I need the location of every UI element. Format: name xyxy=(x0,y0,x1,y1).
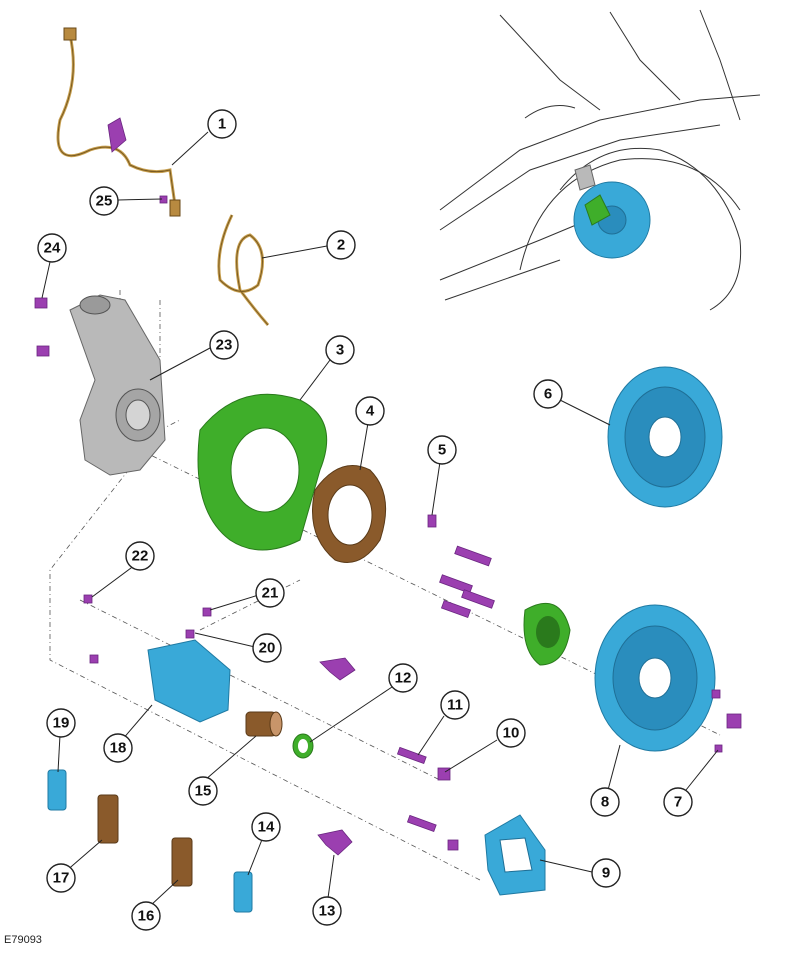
callout-label: 12 xyxy=(395,670,412,687)
callout-14: 14 xyxy=(251,812,281,842)
callout-label: 19 xyxy=(53,715,70,732)
callout-22: 22 xyxy=(125,541,155,571)
callout-6: 6 xyxy=(533,379,563,409)
brake-pads xyxy=(47,769,253,913)
callout-24: 24 xyxy=(37,233,67,263)
callout-label: 3 xyxy=(336,342,344,359)
callout-21: 21 xyxy=(255,578,285,608)
callout-19: 19 xyxy=(46,708,76,738)
callout-label: 25 xyxy=(96,193,113,210)
callout-11: 11 xyxy=(440,690,470,720)
callout-13: 13 xyxy=(312,896,342,926)
callout-15: 15 xyxy=(188,776,218,806)
brake-disc-upper xyxy=(607,366,723,508)
callout-5: 5 xyxy=(427,435,457,465)
callout-9: 9 xyxy=(591,858,621,888)
callout-4: 4 xyxy=(355,396,385,426)
vehicle-inset xyxy=(439,9,761,311)
callout-12: 12 xyxy=(388,663,418,693)
callout-25: 25 xyxy=(89,186,119,216)
callout-label: 15 xyxy=(195,783,212,800)
brake-shield xyxy=(197,393,328,551)
wheel-hub xyxy=(523,602,571,666)
callout-label: 8 xyxy=(601,794,609,811)
callout-8: 8 xyxy=(590,787,620,817)
callout-label: 1 xyxy=(218,116,226,133)
callout-17: 17 xyxy=(46,863,76,893)
callout-20: 20 xyxy=(252,633,282,663)
wheel-speed-sensor-harness xyxy=(56,27,181,217)
callout-label: 2 xyxy=(337,237,345,254)
callout-label: 23 xyxy=(216,337,233,354)
callout-label: 9 xyxy=(602,865,610,882)
anti-rattle-clips xyxy=(317,657,356,856)
callout-label: 7 xyxy=(674,794,682,811)
callout-1: 1 xyxy=(207,109,237,139)
callout-3: 3 xyxy=(325,335,355,365)
callout-2: 2 xyxy=(326,230,356,260)
callout-label: 20 xyxy=(259,640,276,657)
callout-23: 23 xyxy=(209,330,239,360)
callout-10: 10 xyxy=(496,718,526,748)
caliper-piston xyxy=(245,711,283,737)
callout-7: 7 xyxy=(663,787,693,817)
fasteners xyxy=(34,195,742,851)
callout-label: 6 xyxy=(544,386,552,403)
callout-label: 24 xyxy=(44,240,61,257)
callout-label: 11 xyxy=(447,697,463,714)
callout-label: 14 xyxy=(258,819,275,836)
figure-reference-code: E79093 xyxy=(4,934,42,946)
parking-brake-shoe xyxy=(312,465,387,563)
callout-label: 22 xyxy=(132,548,149,565)
callout-label: 18 xyxy=(110,740,127,757)
caliper-carrier xyxy=(484,814,546,896)
brake-hose xyxy=(217,214,270,326)
callout-label: 4 xyxy=(366,403,375,420)
brake-disc-lower xyxy=(594,604,716,752)
callout-label: 13 xyxy=(319,903,336,920)
callout-label: 21 xyxy=(262,585,279,602)
callout-label: 5 xyxy=(438,442,446,459)
callout-label: 16 xyxy=(138,908,155,925)
caliper-housing xyxy=(147,639,231,723)
leader-lines xyxy=(41,131,719,907)
hub-knuckle xyxy=(69,294,166,476)
callout-label: 17 xyxy=(53,870,70,887)
piston-seal xyxy=(292,733,314,759)
callout-18: 18 xyxy=(103,733,133,763)
callout-16: 16 xyxy=(131,901,161,931)
callout-label: 10 xyxy=(503,725,520,742)
